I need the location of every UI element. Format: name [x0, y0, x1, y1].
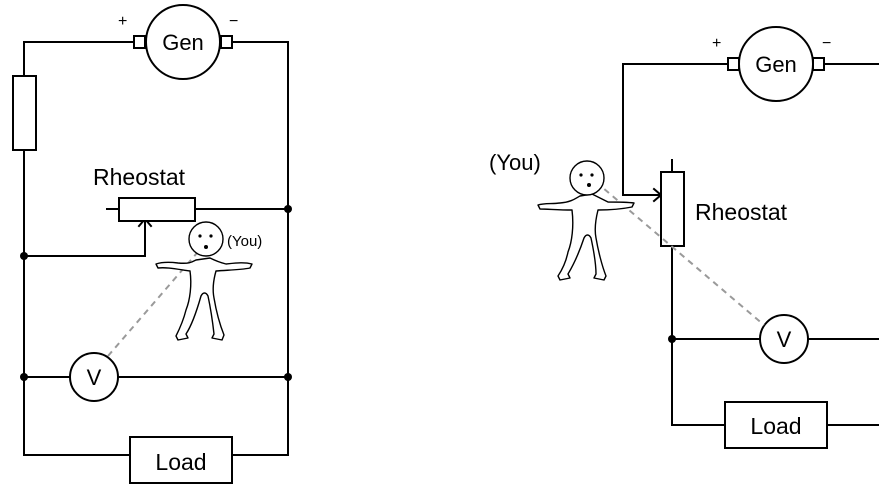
right-generator: [738, 26, 814, 102]
left-voltmeter-label: V: [87, 365, 102, 390]
left-person-label: (You): [227, 233, 262, 250]
right-voltmeter-label: V: [777, 327, 792, 352]
right-gen-plus-terminal: [727, 57, 740, 71]
left-rheostat: [118, 197, 196, 222]
left-wire-top: [23, 41, 289, 456]
right-wiper-arrow: [649, 187, 663, 203]
left-gen-plus-sign: +: [118, 13, 127, 30]
left-gen-minus-terminal: [220, 35, 233, 49]
right-person-label: (You): [489, 150, 541, 175]
right-rheostat: [660, 171, 685, 247]
left-load: [129, 436, 233, 484]
left-junction-dot: [284, 373, 292, 381]
right-gen-minus-sign: −: [822, 35, 831, 52]
left-junction-dot: [20, 373, 28, 381]
left-wire-rheostat: [23, 208, 289, 257]
left-junction-dot: [284, 205, 292, 213]
left-voltmeter: [69, 352, 119, 402]
left-gen-minus-sign: −: [229, 13, 238, 30]
left-rheostat-label: Rheostat: [93, 164, 186, 190]
left-person-figure: [155, 221, 253, 341]
left-generator-label: Gen: [162, 30, 204, 55]
left-circuit: Rheostat Gen + − V Load (You): [12, 4, 292, 484]
right-gen-plus-sign: +: [712, 35, 721, 52]
left-gen-plus-terminal: [133, 35, 146, 49]
right-junction-dot: [668, 335, 676, 343]
right-wire-top: [622, 63, 879, 196]
right-gen-minus-terminal: [812, 57, 825, 71]
left-junction-dot: [20, 252, 28, 260]
left-load-label: Load: [155, 449, 206, 475]
right-circuit: Rheostat Gen + − V Load (You): [489, 26, 879, 449]
right-load: [724, 401, 828, 449]
right-wire-rheostat: [671, 159, 879, 426]
right-person-figure: [537, 160, 635, 281]
left-fixed-resistor: [12, 75, 37, 151]
right-generator-label: Gen: [755, 52, 797, 77]
right-voltmeter: [759, 314, 809, 364]
right-load-label: Load: [750, 413, 801, 439]
right-rheostat-label: Rheostat: [695, 199, 788, 225]
left-generator: [145, 4, 221, 80]
